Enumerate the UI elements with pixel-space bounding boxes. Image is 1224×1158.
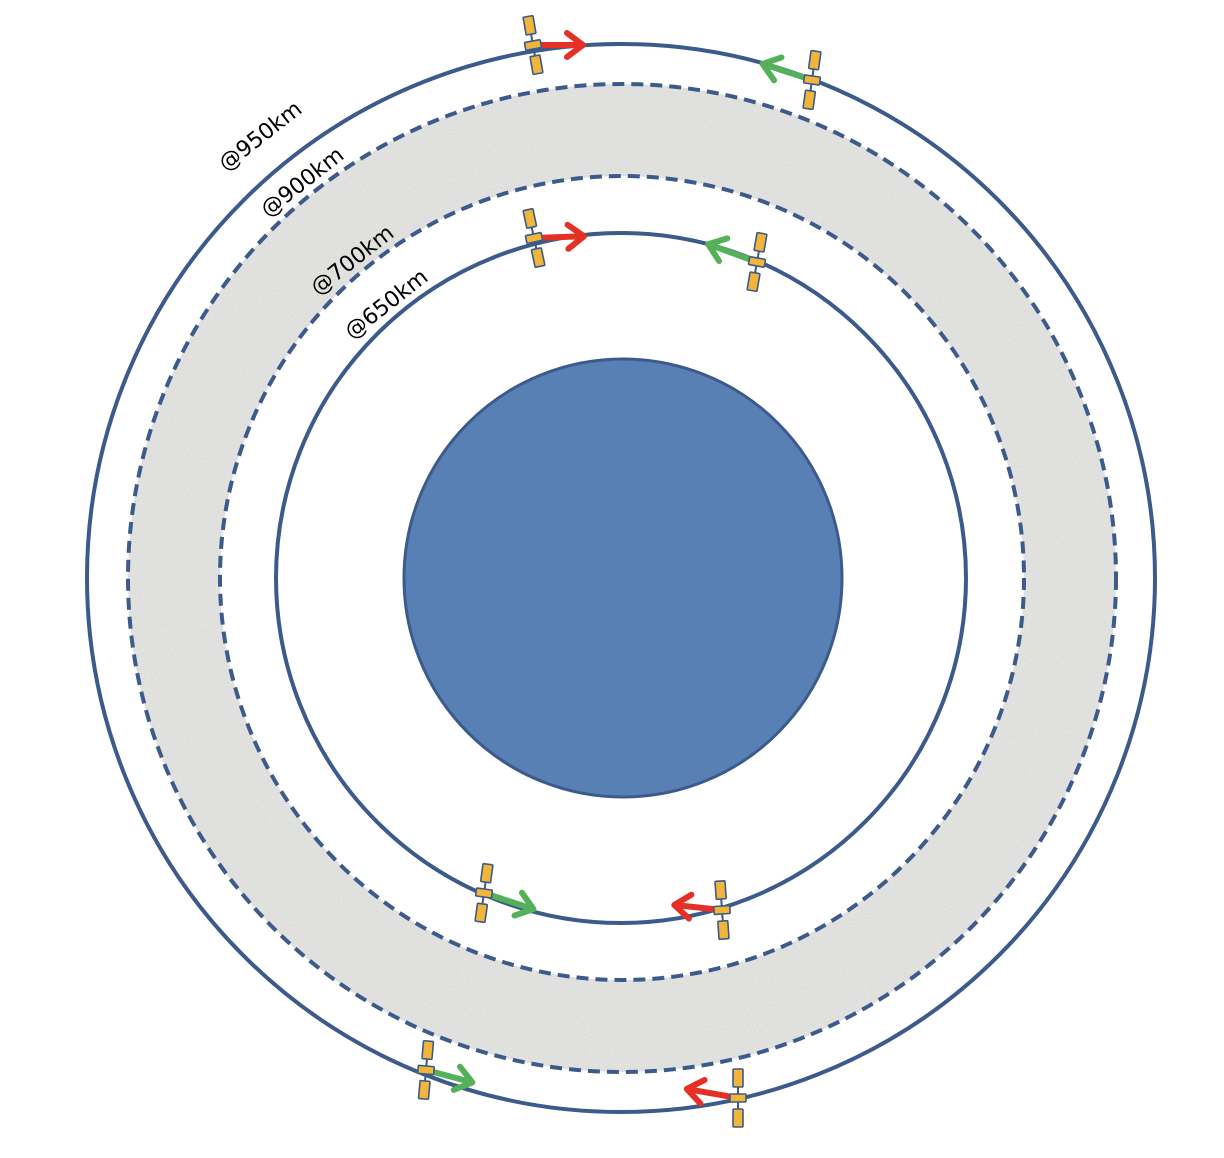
orbit-650km (274, 231, 968, 925)
satellite (522, 14, 586, 76)
orbit-900km (126, 82, 1118, 1074)
satellites (416, 14, 822, 1128)
satellite (474, 862, 537, 924)
satellite-icon (474, 862, 494, 924)
satellite-icon (802, 49, 822, 111)
satellite (522, 207, 587, 269)
satellite-icon (522, 207, 546, 269)
orbit-950km (85, 42, 1157, 1114)
satellite (416, 1039, 476, 1101)
orbits (85, 42, 1157, 1114)
satellite (671, 879, 731, 941)
satellite (683, 1068, 747, 1128)
orbit-700km (218, 174, 1026, 982)
satellite-icon (713, 879, 731, 941)
satellite-icon (746, 231, 768, 293)
planet (402, 357, 844, 799)
satellite (759, 49, 822, 111)
satellite (705, 231, 768, 293)
satellite-icon (522, 14, 544, 76)
satellite-icon (416, 1039, 436, 1101)
satellite-icon (729, 1068, 747, 1128)
